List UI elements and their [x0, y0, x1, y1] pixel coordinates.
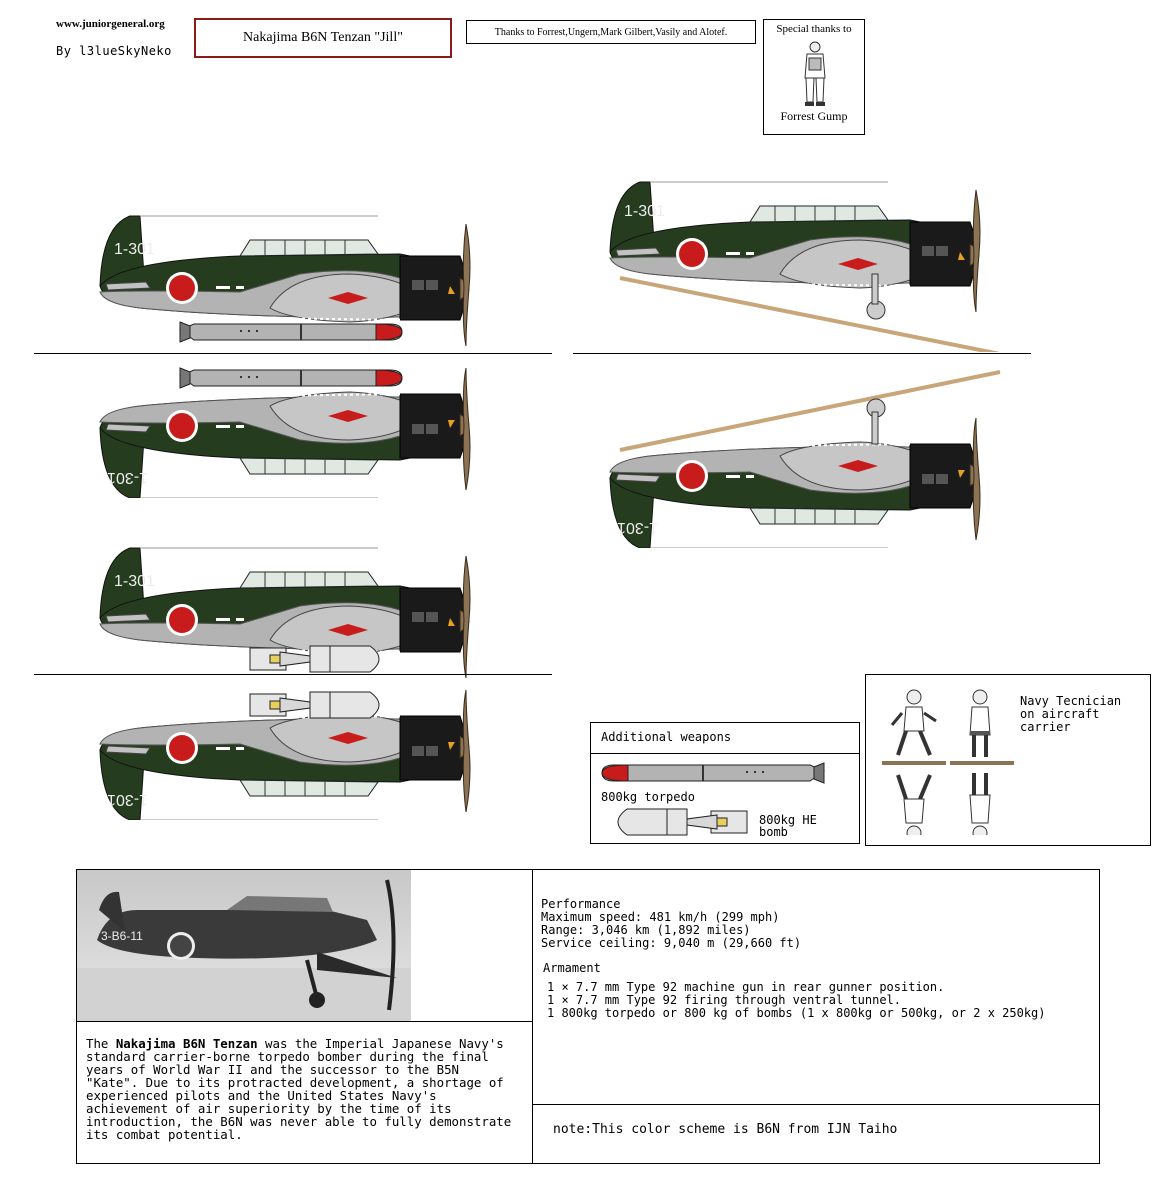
description-body: was the Imperial Japanese Navy's standar… — [86, 1036, 512, 1142]
info-box-row-divider — [533, 1104, 1100, 1105]
author-credit: By l3lueSkyNeko — [56, 44, 172, 58]
photo-aircraft-code: 3-B6-11 — [101, 929, 143, 943]
aircraft-side-view-6: 1-301 — [609, 370, 1001, 548]
torpedo-label: 800kg torpedo — [601, 790, 695, 804]
armament-line: 1 × 7.7 mm Type 92 machine gun in rear g… — [547, 980, 945, 994]
aircraft-code-label: 1-301 — [624, 203, 665, 220]
performance-line: Range: 3,046 km (1,892 miles) — [541, 923, 751, 937]
aircraft-side-view-1: 1-301 — [99, 215, 471, 347]
technician-caption-line: on aircraft — [1020, 707, 1100, 721]
technician-figure-icon — [882, 689, 1014, 835]
divider — [573, 353, 1031, 354]
divider — [34, 674, 552, 675]
armament-heading: Armament — [543, 961, 601, 975]
aircraft-side-view-3: 1-301 — [99, 547, 471, 678]
aircraft-photo: 3-B6-11 — [77, 870, 411, 1021]
special-thanks-name: Forrest Gump — [780, 109, 848, 123]
aircraft-code-label: 1-301 — [114, 241, 155, 258]
divider — [591, 753, 859, 754]
performance-block: Performance Maximum speed: 481 km/h (299… — [541, 898, 801, 950]
technician-caption-line: Navy Tecnician — [1020, 694, 1122, 708]
additional-weapons-box: Additional weapons 800kg torpedo 800kg H… — [590, 722, 860, 844]
site-url[interactable]: www.juniorgeneral.org — [56, 18, 165, 30]
info-box — [76, 869, 1100, 1164]
description-intro: The — [86, 1036, 116, 1051]
armament-line: 1 × 7.7 mm Type 92 firing through ventra… — [547, 993, 902, 1007]
special-thanks-box: Special thanks to Forrest Gump — [763, 19, 865, 135]
weapons-heading: Additional weapons — [601, 730, 732, 744]
color-scheme-note: note:This color scheme is B6N from IJN T… — [553, 1122, 898, 1137]
aircraft-code-label-mirrored: 1-301 — [107, 469, 148, 486]
armament-line: 1 800kg torpedo or 800 kg of bombs (1 x … — [547, 1006, 1046, 1020]
bomb-icon — [617, 808, 748, 836]
technician-caption-line: carrier — [1020, 720, 1071, 734]
technician-caption: Navy Tecnician on aircraft carrier — [1020, 695, 1121, 734]
forrest-figure-icon — [804, 41, 826, 106]
special-thanks-label: Special thanks to — [776, 23, 852, 35]
bomb-label-line: bomb — [759, 825, 788, 839]
torpedo-icon — [601, 762, 825, 784]
performance-line: Maximum speed: 481 km/h (299 mph) — [541, 910, 780, 924]
aircraft-code-label-mirrored: 1-301 — [107, 791, 148, 808]
aircraft-side-view-5: 1-301 — [609, 181, 1001, 352]
description-text: The Nakajima B6N Tenzan was the Imperial… — [86, 1037, 516, 1141]
thanks-box: Thanks to Forrest,Ungern,Mark Gilbert,Va… — [466, 20, 756, 44]
info-box-col-divider — [532, 869, 533, 1164]
bomb-label: 800kg HE bomb — [759, 814, 817, 838]
navy-technician-box: Navy Tecnician on aircraft carrier — [865, 674, 1151, 846]
page-title: Nakajima B6N Tenzan "Jill" — [194, 18, 452, 58]
description-aircraft-name: Nakajima B6N Tenzan — [115, 1036, 258, 1051]
divider — [34, 353, 552, 354]
armament-block: Armament 1 × 7.7 mm Type 92 machine gun … — [543, 962, 1046, 1020]
aircraft-code-label-mirrored: 1-301 — [617, 519, 658, 536]
performance-line: Service ceiling: 9,040 m (29,660 ft) — [541, 936, 802, 950]
info-box-row-divider — [76, 1021, 533, 1022]
aircraft-side-view-4: 1-301 — [99, 689, 471, 820]
aircraft-code-label: 1-301 — [114, 573, 155, 590]
bomb-label-line: 800kg HE — [759, 813, 817, 827]
aircraft-side-view-2: 1-301 — [99, 367, 471, 498]
performance-heading: Performance — [541, 897, 621, 911]
